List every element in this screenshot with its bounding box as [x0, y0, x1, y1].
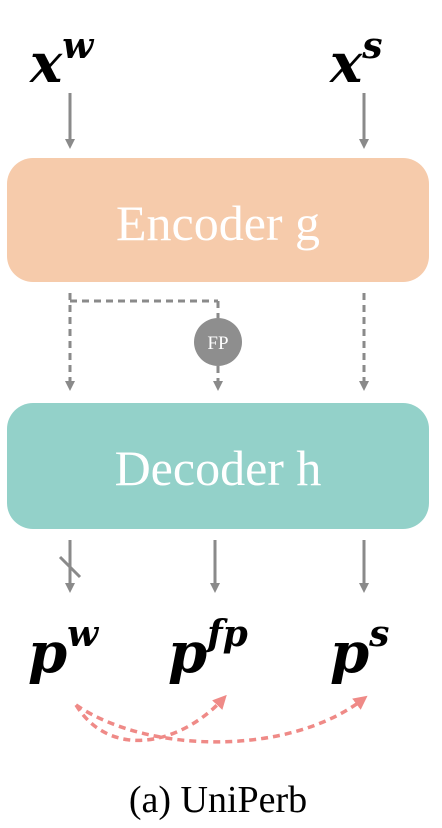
output-strong-base: p: [330, 620, 369, 686]
input-weak-base: x: [29, 31, 63, 95]
encoder-label: Encoder g: [116, 195, 320, 251]
output-fp-base: p: [168, 620, 207, 686]
output-fp-label: pfp: [168, 613, 248, 686]
figure-caption: (a) UniPerb: [129, 779, 307, 821]
output-fp-sup: fp: [204, 613, 248, 655]
output-weak-base: p: [28, 620, 67, 686]
output-weak-sup: w: [67, 613, 100, 655]
output-strong-sup: s: [368, 613, 389, 655]
supervision-arrow-to-pfp: [74, 694, 227, 743]
output-strong-label: ps: [330, 613, 389, 686]
decoder-box: [7, 403, 429, 529]
fp-node: [194, 318, 242, 366]
decoder-label: Decoder h: [115, 440, 322, 496]
input-strong-base: x: [329, 31, 363, 95]
input-strong-label: xs: [329, 25, 382, 95]
encoder-box: [7, 158, 429, 282]
fp-node-label: FP: [207, 333, 228, 354]
input-weak-sup: w: [62, 25, 95, 67]
input-strong-sup: s: [361, 25, 382, 67]
output-weak-label: pw: [28, 613, 100, 686]
supervision-arrow-to-ps: [75, 695, 368, 744]
input-weak-label: xw: [29, 25, 95, 95]
stop-gradient-mark: [58, 555, 82, 579]
